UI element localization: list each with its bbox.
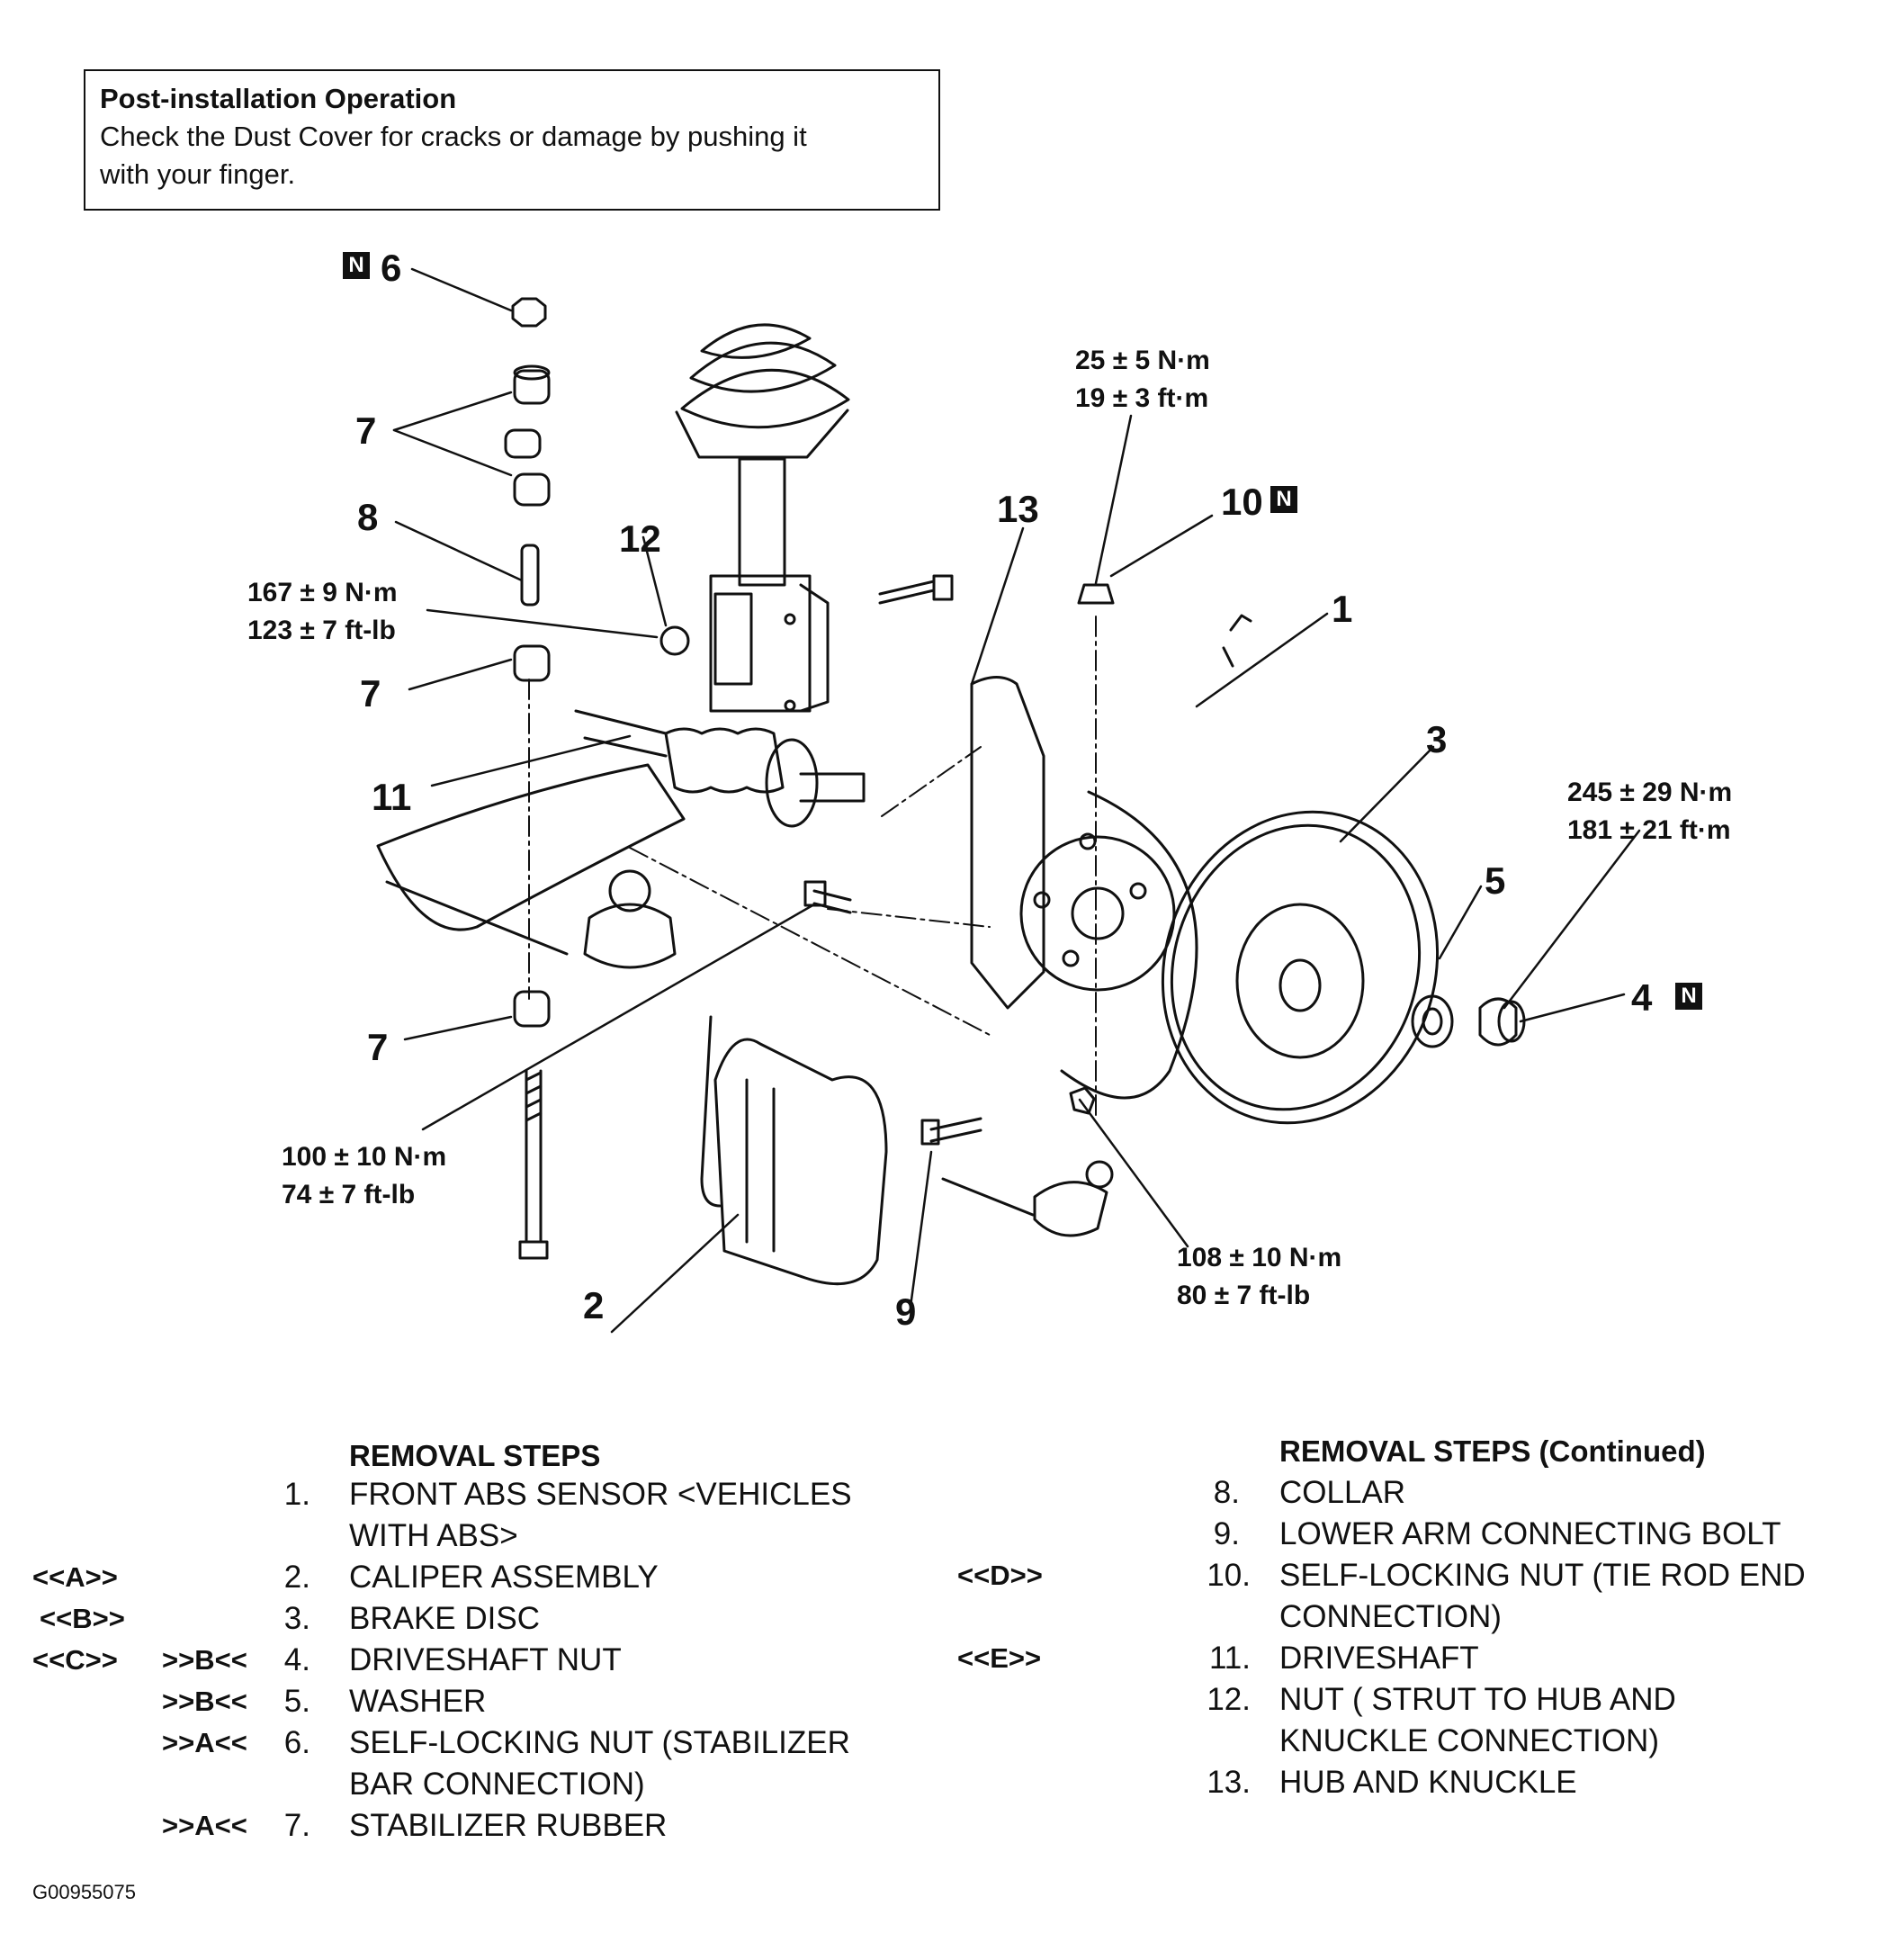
torque-nut-12-ft: 123 ± 7 ft-lb — [247, 616, 396, 645]
callout-7: 7 — [360, 672, 381, 715]
caliper-assembly — [700, 1015, 888, 1286]
callout-6: 6 — [381, 247, 402, 289]
step-text: SELF-LOCKING NUT (TIE ROD END — [1279, 1558, 1806, 1593]
torque-tie-rod-nut-ft: 80 ± 7 ft-lb — [1177, 1281, 1311, 1310]
suspension-exploded-view — [376, 267, 1641, 1334]
new-part-badge: N — [1675, 983, 1702, 1010]
washer-and-nut — [1411, 994, 1526, 1048]
step-text-continued: BAR CONNECTION) — [349, 1767, 645, 1802]
torque-bolt-nm: 100 ± 10 N·m — [282, 1142, 447, 1172]
step-text: STABILIZER RUBBER — [349, 1808, 668, 1843]
step-number: 1. — [283, 1477, 310, 1512]
callout-2: 2 — [583, 1284, 605, 1326]
bolt-parts — [659, 574, 1252, 1146]
step-text: NUT ( STRUT TO HUB AND — [1279, 1682, 1676, 1717]
note-line-2: with your finger. — [100, 158, 296, 190]
step-number: 12. — [1207, 1682, 1251, 1717]
install-tag: >>A<< — [162, 1810, 247, 1841]
torque-tie-rod-nut-nm: 108 ± 10 N·m — [1177, 1243, 1342, 1272]
lower-arm — [376, 763, 686, 969]
callout-11: 11 — [372, 776, 412, 818]
torque-nut-4-ft: 181 ± 21 ft·m — [1567, 815, 1731, 845]
step-number: 8. — [1213, 1475, 1240, 1510]
callout-3: 3 — [1426, 718, 1448, 760]
step-text-continued: KNUCKLE CONNECTION) — [1279, 1723, 1659, 1758]
torque-nut-10-ft: 19 ± 3 ft·m — [1075, 383, 1209, 413]
hub-and-knuckle — [970, 676, 1198, 1100]
service-tag: <<C>> — [32, 1644, 118, 1676]
strut-assembly — [675, 323, 850, 713]
step-text: WASHER — [349, 1684, 487, 1719]
service-tag: <<A>> — [32, 1561, 118, 1593]
callout-7: 7 — [367, 1026, 389, 1068]
step-text: HUB AND KNUCKLE — [1279, 1765, 1577, 1800]
step-text: BRAKE DISC — [349, 1601, 540, 1636]
step-number: 6. — [283, 1725, 310, 1760]
install-tag: >>B<< — [162, 1644, 247, 1676]
callout-12: 12 — [619, 517, 661, 560]
step-number: 10. — [1207, 1558, 1251, 1593]
service-tag: <<E>> — [957, 1642, 1042, 1674]
callout-13: 13 — [997, 488, 1039, 530]
callout-8: 8 — [357, 496, 379, 538]
torque-bolt-ft: 74 ± 7 ft-lb — [282, 1180, 416, 1209]
removal-steps-continued-heading: REMOVAL STEPS (Continued) — [1279, 1434, 1706, 1468]
install-tag: >>B<< — [162, 1686, 247, 1717]
step-text: SELF-LOCKING NUT (STABILIZER — [349, 1725, 850, 1760]
step-text: COLLAR — [1279, 1475, 1406, 1510]
step-number: 4. — [283, 1642, 310, 1677]
step-number: 5. — [283, 1684, 310, 1719]
install-tag: >>A<< — [162, 1727, 247, 1758]
note-title: Post-installation Operation — [100, 83, 457, 114]
step-number: 3. — [283, 1601, 310, 1636]
callout-10: 10 — [1221, 481, 1263, 523]
new-part-badge: N — [1270, 486, 1297, 513]
step-text-continued: WITH ABS> — [349, 1518, 518, 1553]
alignment-lines — [528, 616, 1097, 1117]
figure-id: G00955075 — [32, 1881, 136, 1903]
post-installation-note: Post-installation Operation Check the Du… — [84, 69, 940, 211]
step-number: 11. — [1208, 1641, 1251, 1676]
service-tag: <<D>> — [957, 1560, 1043, 1591]
callout-4: 4 — [1631, 976, 1653, 1019]
callout-7: 7 — [355, 409, 377, 452]
brake-disc — [1161, 810, 1440, 1125]
callout-1: 1 — [1332, 588, 1353, 630]
step-text: DRIVESHAFT — [1279, 1641, 1479, 1676]
callout-5: 5 — [1485, 859, 1506, 902]
step-text-continued: CONNECTION) — [1279, 1599, 1502, 1634]
service-tag: <<B>> — [40, 1603, 125, 1634]
callout-9: 9 — [895, 1290, 917, 1333]
step-number: 13. — [1207, 1765, 1251, 1800]
tie-rod-end — [941, 1160, 1114, 1237]
torque-nut-4-nm: 245 ± 29 N·m — [1567, 778, 1733, 807]
step-text: CALIPER ASSEMBLY — [349, 1560, 659, 1595]
step-number: 9. — [1213, 1516, 1240, 1551]
torque-nut-10-nm: 25 ± 5 N·m — [1075, 346, 1210, 375]
torque-nut-12-nm: 167 ± 9 N·m — [247, 578, 398, 607]
note-line-1: Check the Dust Cover for cracks or damag… — [100, 121, 807, 152]
new-part-badge: N — [343, 252, 370, 279]
leader-lines — [392, 267, 1641, 1334]
step-number: 2. — [283, 1560, 310, 1595]
stabilizer-link-parts — [504, 297, 551, 1260]
removal-steps-heading: REMOVAL STEPS — [349, 1439, 601, 1472]
driveshaft — [574, 709, 866, 828]
step-number: 7. — [283, 1808, 310, 1843]
step-text: DRIVESHAFT NUT — [349, 1642, 622, 1677]
step-text: LOWER ARM CONNECTING BOLT — [1279, 1516, 1781, 1551]
step-text: FRONT ABS SENSOR <VEHICLES — [349, 1477, 852, 1512]
